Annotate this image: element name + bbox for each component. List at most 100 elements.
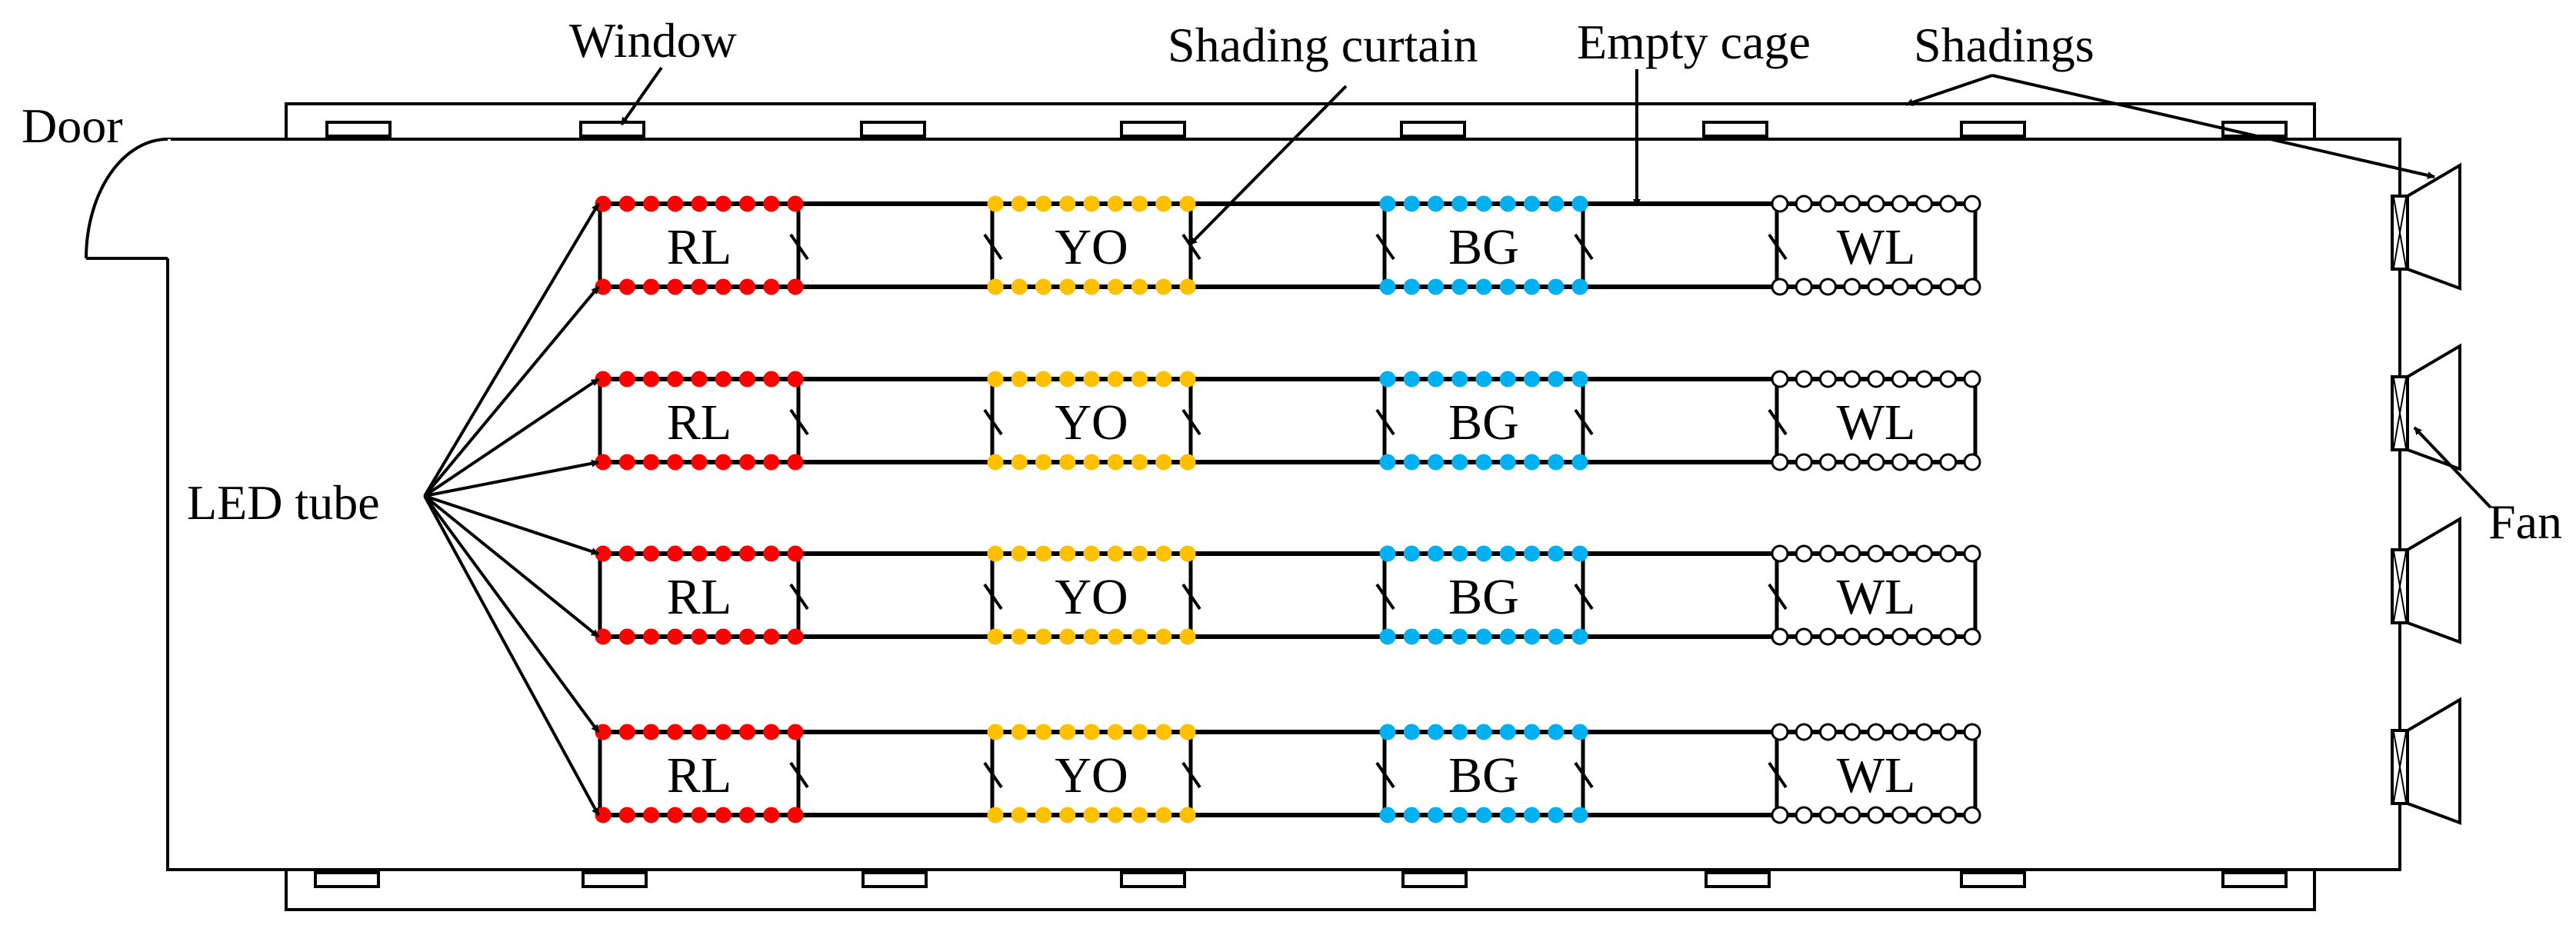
shading-curtain-mark xyxy=(1181,233,1201,261)
led-dot xyxy=(787,195,804,212)
led-dot xyxy=(1548,278,1565,295)
led-dot xyxy=(1107,371,1124,388)
led-dot xyxy=(1011,371,1028,388)
fan-arrow xyxy=(2413,426,2492,509)
led-dot xyxy=(1451,724,1468,740)
led-dot xyxy=(763,278,780,295)
window-top-5 xyxy=(1400,121,1466,138)
led-dot xyxy=(1915,195,1933,213)
led-dot xyxy=(1059,628,1076,645)
led-dot xyxy=(1035,278,1051,295)
cage-label: RL xyxy=(667,747,731,804)
window-bottom-8 xyxy=(2221,871,2288,888)
led-dot xyxy=(667,545,684,562)
led-dot xyxy=(1451,371,1468,388)
fan-icon xyxy=(2391,162,2461,291)
cage-yo: YO xyxy=(983,545,1201,645)
shading-curtain-mark xyxy=(983,233,1003,261)
cage-label: BG xyxy=(1448,219,1519,275)
led-dot xyxy=(763,628,780,645)
window-top-7 xyxy=(1960,121,2026,138)
led-dot xyxy=(1011,807,1028,824)
cage-label: YO xyxy=(1055,219,1128,275)
led-dot xyxy=(787,371,804,388)
shadings-arrow-b xyxy=(1991,74,2435,179)
led-dot xyxy=(1915,278,1933,296)
led-dot xyxy=(1499,807,1516,824)
led-dot xyxy=(1891,544,1909,563)
led-dot xyxy=(1891,370,1909,388)
led-dot xyxy=(1867,278,1885,296)
led-dot xyxy=(1379,278,1396,295)
cage-label: WL xyxy=(1837,219,1916,275)
led-dot xyxy=(1963,453,1981,471)
led-dot xyxy=(1571,371,1588,388)
led-dot xyxy=(1107,724,1124,740)
led-dot xyxy=(1524,545,1540,562)
led-dot xyxy=(1548,371,1565,388)
shading-curtain-mark xyxy=(1375,761,1395,789)
led-dot xyxy=(987,371,1004,388)
led-dot xyxy=(1403,807,1420,824)
led-dot xyxy=(763,454,780,471)
led-dot xyxy=(1843,453,1861,471)
shading-curtain-mark xyxy=(1574,583,1594,611)
shading-curtain-mark xyxy=(1768,233,1788,261)
shading-curtain-mark xyxy=(1768,761,1788,789)
led-dot xyxy=(1011,724,1028,740)
led-dot xyxy=(1939,544,1958,563)
led-dot xyxy=(1795,723,1813,741)
led-dot xyxy=(787,278,804,295)
led-dot xyxy=(987,807,1004,824)
led-dot xyxy=(1499,545,1516,562)
led-dot xyxy=(1963,278,1981,296)
led-dot xyxy=(1155,195,1172,212)
led-dot xyxy=(1891,806,1909,824)
led-dot xyxy=(643,195,659,212)
led-dot xyxy=(1571,628,1588,645)
led-dot xyxy=(1524,278,1540,295)
empty-cage-label: Empty cage xyxy=(1577,15,1811,69)
led-dot xyxy=(1819,627,1837,646)
led-dot xyxy=(1083,724,1100,740)
shading-curtain-mark xyxy=(1375,408,1395,436)
led-dot xyxy=(1915,806,1933,824)
led-dot xyxy=(1131,278,1148,295)
led-dot xyxy=(1403,545,1420,562)
led-tube-arrows xyxy=(423,202,600,816)
led-dot xyxy=(1475,371,1492,388)
cage-wl: WL xyxy=(1768,544,1981,646)
led-dot xyxy=(1915,370,1933,388)
shading-curtain-mark xyxy=(1375,583,1395,611)
led-dot xyxy=(1379,545,1396,562)
led-dot xyxy=(1963,195,1981,213)
window-bottom-6 xyxy=(1705,871,1771,888)
led-dot xyxy=(618,278,635,295)
led-dot xyxy=(1379,724,1396,740)
cage-label: BG xyxy=(1448,569,1519,625)
led-dot xyxy=(691,807,708,824)
led-dot xyxy=(987,628,1004,645)
led-arrow-row4-top xyxy=(423,494,600,734)
led-dot xyxy=(1131,724,1148,740)
windows-top xyxy=(325,121,2288,138)
led-dot xyxy=(1843,370,1861,388)
led-dot xyxy=(739,545,755,562)
shadings-arrow-a xyxy=(1905,74,1993,106)
led-dot xyxy=(1428,371,1444,388)
led-arrow-row2-bottom xyxy=(424,459,599,497)
led-dot xyxy=(667,195,684,212)
led-dot xyxy=(643,545,659,562)
led-dot xyxy=(987,724,1004,740)
led-dot xyxy=(1915,723,1933,741)
led-dot xyxy=(1428,278,1444,295)
led-dot xyxy=(1155,371,1172,388)
led-dot xyxy=(691,454,708,471)
window-arrow xyxy=(620,66,663,126)
led-dot xyxy=(1451,628,1468,645)
shading-curtain-mark xyxy=(789,408,809,436)
shading-curtain-mark xyxy=(983,583,1003,611)
led-dot xyxy=(1035,454,1051,471)
led-dot xyxy=(715,628,731,645)
led-dot xyxy=(1795,195,1813,213)
